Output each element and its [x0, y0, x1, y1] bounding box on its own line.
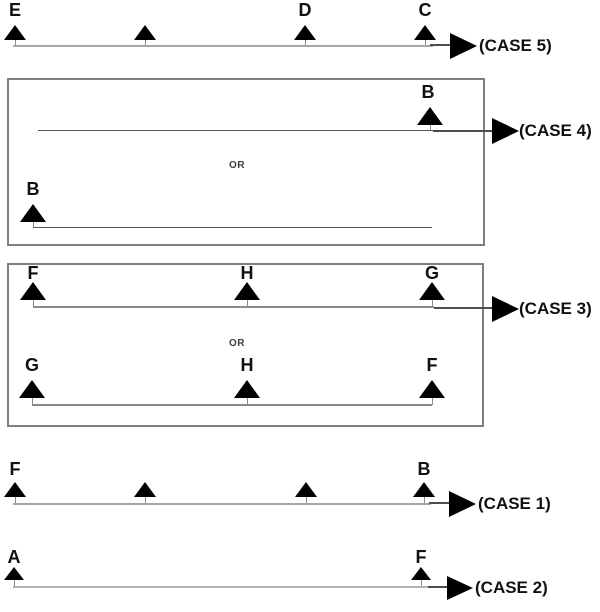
arrow-connector	[433, 130, 494, 132]
marker-label-E: E	[8, 0, 21, 20]
marker-tick	[32, 398, 33, 405]
marker-tick	[430, 125, 431, 130]
marker-label-A: A	[7, 547, 21, 567]
marker-label-F: F	[27, 263, 39, 283]
triangle-marker-icon	[4, 482, 26, 497]
triangle-marker-icon	[234, 282, 260, 300]
marker-tick	[305, 40, 306, 46]
marker-label-F: F	[426, 355, 438, 375]
marker-tick	[145, 497, 146, 504]
arrow-right-icon	[449, 491, 476, 517]
marker-tick	[306, 497, 307, 504]
triangle-marker-icon	[19, 380, 45, 398]
marker-tick	[424, 497, 425, 504]
marker-tick	[432, 300, 433, 307]
case4-label: (CASE 4)	[519, 121, 592, 140]
marker-label-G: G	[24, 355, 39, 375]
arrow-right-icon	[447, 576, 473, 600]
triangle-marker-icon	[134, 482, 156, 497]
marker-label-H: H	[240, 355, 254, 375]
marker-label-C: C	[418, 0, 432, 20]
arrow-connector	[429, 502, 451, 504]
marker-label-G: G	[424, 263, 439, 283]
arrow-right-icon	[492, 296, 519, 322]
baseline	[38, 130, 433, 131]
triangle-marker-icon	[4, 25, 26, 40]
triangle-marker-icon	[4, 567, 24, 580]
baseline	[13, 45, 433, 47]
case4-or-box	[7, 78, 485, 246]
triangle-marker-icon	[414, 25, 436, 40]
triangle-marker-icon	[20, 204, 46, 222]
case3-label: (CASE 3)	[519, 299, 592, 318]
baseline	[13, 586, 432, 588]
marker-tick	[15, 497, 16, 504]
triangle-marker-icon	[134, 25, 156, 40]
marker-tick	[425, 40, 426, 46]
arrow-connector	[428, 586, 449, 588]
marker-label-B: B	[26, 179, 40, 199]
marker-tick	[432, 398, 433, 405]
marker-tick	[145, 40, 146, 46]
marker-tick	[15, 40, 16, 46]
triangle-marker-icon	[419, 282, 445, 300]
marker-label-H: H	[240, 263, 254, 283]
marker-label-F: F	[9, 459, 21, 479]
arrow-right-icon	[492, 118, 519, 144]
marker-tick	[33, 222, 34, 227]
baseline	[32, 404, 432, 406]
arrow-right-icon	[450, 33, 477, 59]
triangle-marker-icon	[20, 282, 46, 300]
case2-label: (CASE 2)	[475, 578, 548, 597]
marker-label-F: F	[415, 547, 427, 567]
triangle-marker-icon	[413, 482, 435, 497]
triangle-marker-icon	[294, 25, 316, 40]
triangle-marker-icon	[417, 107, 443, 125]
or-label: OR	[229, 160, 245, 171]
triangle-marker-icon	[411, 567, 431, 580]
arrow-connector	[430, 44, 452, 46]
marker-tick	[247, 300, 248, 307]
triangle-marker-icon	[419, 380, 445, 398]
arrow-connector	[434, 307, 494, 309]
marker-tick	[421, 580, 422, 587]
case5-label: (CASE 5)	[479, 36, 552, 55]
marker-tick	[247, 398, 248, 405]
or-label: OR	[229, 338, 245, 349]
marker-label-D: D	[298, 0, 312, 20]
triangle-marker-icon	[234, 380, 260, 398]
baseline	[33, 227, 432, 228]
baseline	[33, 306, 434, 308]
marker-tick	[14, 580, 15, 587]
marker-tick	[33, 300, 34, 307]
triangle-marker-icon	[295, 482, 317, 497]
baseline	[13, 503, 431, 505]
marker-label-B: B	[417, 459, 431, 479]
marker-label-B: B	[421, 82, 435, 102]
case1-label: (CASE 1)	[478, 494, 551, 513]
